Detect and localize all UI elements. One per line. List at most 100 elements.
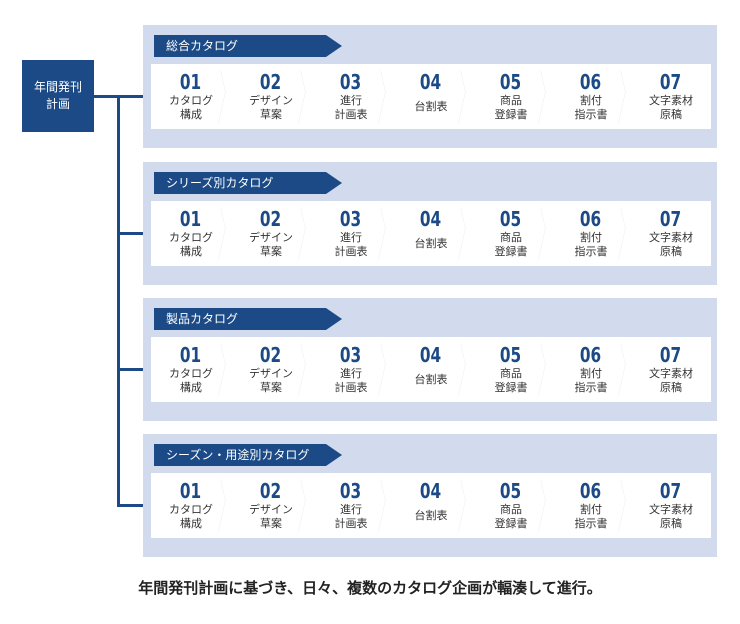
step-number: 07 [660,343,682,367]
step-label: 商品登録書 [495,231,528,259]
catalog-title: 製品カタログ [154,308,342,330]
step-label-line2: 草案 [260,245,282,258]
step-label-line2: 原稿 [660,381,682,394]
step-label: 進行計画表 [335,503,368,531]
step-number: 06 [580,70,602,94]
step-number: 07 [660,70,682,94]
step-label-line1: カタログ [169,367,213,380]
step-number: 03 [340,70,362,94]
step-label-line1: カタログ [169,94,213,107]
step-label-line1: デザイン [249,94,293,107]
step-number: 06 [580,343,602,367]
step-label-line2: 指示書 [574,245,608,258]
step-label-line1: 進行 [340,367,362,380]
step-label: 文字素材原稿 [649,94,693,122]
step-label: 台割表 [415,237,448,251]
step-label-line1: 進行 [340,503,362,516]
step-label-line2: 草案 [260,517,282,530]
step-number: 05 [500,479,522,503]
step-number: 03 [340,343,362,367]
step-number: 06 [580,207,602,231]
step-number: 05 [500,207,522,231]
step-label-line1: 文字素材 [649,367,693,380]
step-label-line1: 台割表 [414,237,448,250]
step-label-line2: 登録書 [494,381,528,394]
connector-branch-2 [117,232,148,235]
step-label: 割付指示書 [575,367,608,395]
connector-branch-3 [117,368,148,371]
step-label-line1: 商品 [500,231,522,244]
step-label-line2: 原稿 [660,517,682,530]
step-label-line2: 計画表 [334,517,368,530]
step-label-line2: 原稿 [660,108,682,121]
step-label: 割付指示書 [575,231,608,259]
annual-plan-box: 年間発刊 計画 [22,60,94,132]
step-label-line1: 台割表 [414,509,448,522]
step-number: 02 [260,479,282,503]
step-label-line2: 構成 [180,517,202,530]
step-label-line1: デザイン [249,231,293,244]
step-number: 05 [500,70,522,94]
step-label: デザイン草案 [249,231,293,259]
step-label: 文字素材原稿 [649,367,693,395]
step-label-line2: 原稿 [660,245,682,258]
step-label-line1: 進行 [340,231,362,244]
step-label: 台割表 [415,509,448,523]
annual-plan-line2: 計画 [45,97,70,111]
step-number: 04 [420,343,442,367]
step-label: 割付指示書 [575,94,608,122]
step-label: デザイン草案 [249,367,293,395]
step-label-line1: 商品 [500,94,522,107]
step-label: カタログ構成 [169,503,213,531]
step-label: 進行計画表 [335,94,368,122]
step-label-line1: 文字素材 [649,503,693,516]
step-label-line2: 指示書 [574,108,608,121]
step-number: 06 [580,479,602,503]
catalog-title: シリーズ別カタログ [154,172,342,194]
step-label: 商品登録書 [495,94,528,122]
step-label-line1: デザイン [249,367,293,380]
step-label-line1: 台割表 [414,373,448,386]
step-number: 01 [180,479,202,503]
step-label-line1: 割付 [580,503,602,516]
step-label-line1: 台割表 [414,100,448,113]
step-label-line1: カタログ [169,231,213,244]
step-label-line1: 割付 [580,231,602,244]
step-label-line1: カタログ [169,503,213,516]
step-number: 04 [420,70,442,94]
step-number: 01 [180,343,202,367]
step-number: 07 [660,479,682,503]
step-label-line1: 進行 [340,94,362,107]
step-label-line2: 登録書 [494,245,528,258]
step-label: 文字素材原稿 [649,503,693,531]
step-label-line1: 商品 [500,367,522,380]
step-number: 01 [180,70,202,94]
step-label: 商品登録書 [495,503,528,531]
step-number: 03 [340,479,362,503]
step-label-line1: 文字素材 [649,94,693,107]
step-label: 台割表 [415,373,448,387]
step-label-line2: 構成 [180,245,202,258]
step-label-line2: 指示書 [574,381,608,394]
step-label-line1: 商品 [500,503,522,516]
